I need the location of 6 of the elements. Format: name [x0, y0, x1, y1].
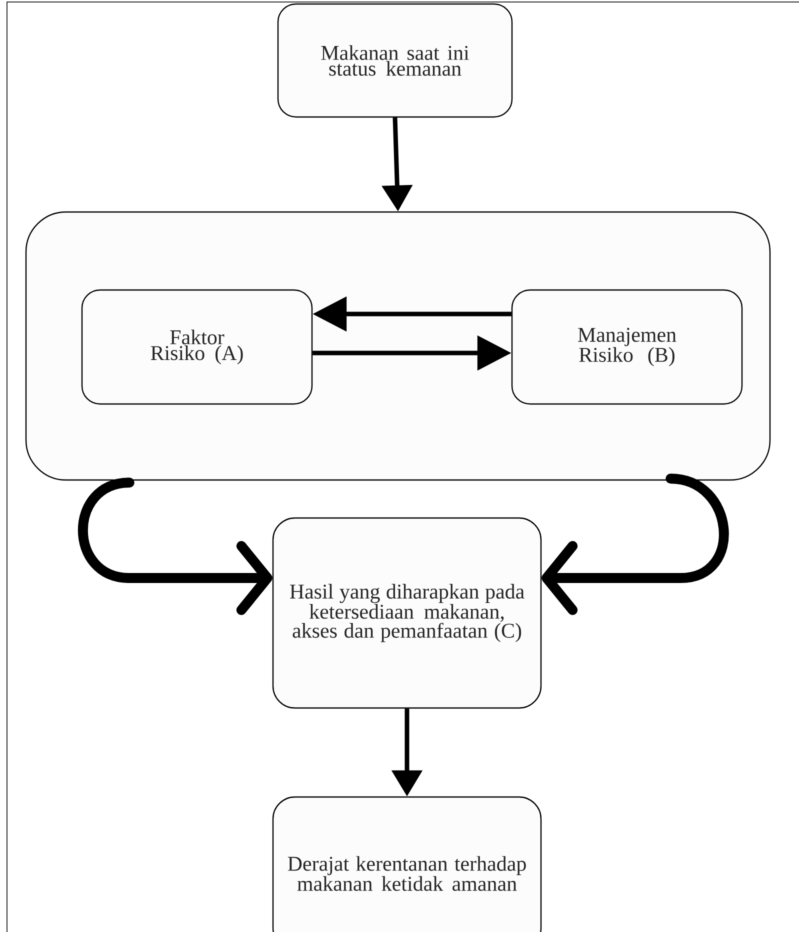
- process-box: Manajemen Risiko (B): [511, 289, 743, 405]
- process-box: Makanan saat ini status kemanan: [277, 3, 513, 118]
- process-box: Derajat kerentanan terhadap makanan ketidak amanan: [272, 796, 542, 932]
- process-box: Hasil yang diharapkan pada ketersediaan makanan, akses dan pemanfaatan (C): [272, 517, 542, 709]
- arrow: [542, 474, 729, 615]
- process-box: Faktor Risiko (A): [81, 289, 313, 405]
